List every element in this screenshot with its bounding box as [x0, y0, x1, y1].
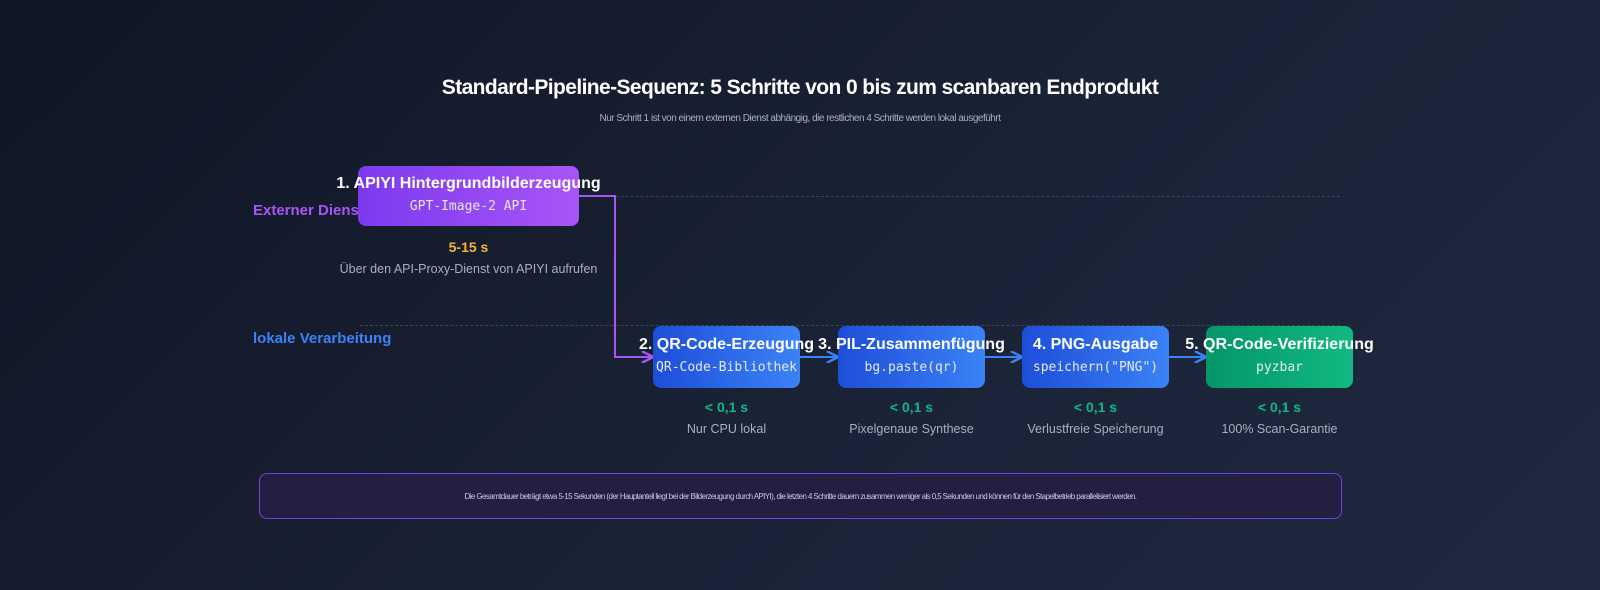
summary-note-box: Die Gesamtdauer beträgt etwa 5-15 Sekund… [259, 473, 1342, 519]
step-4-subtitle: speichern("PNG") [1032, 359, 1159, 375]
lane-label-external: Externer Dienst [253, 202, 364, 219]
step-4-description: Verlustfreie Speicherung [1027, 422, 1164, 436]
step-5-duration: < 0,1 s [1257, 399, 1302, 415]
step-1-description: Über den API-Proxy-Dienst von APIYI aufr… [339, 262, 598, 276]
step-2-subtitle: QR-Code-Bibliothek [656, 359, 797, 375]
step-2-title: 2. QR-Code-Erzeugung [638, 335, 815, 353]
arrow-step1-to-step2 [579, 195, 651, 357]
step-5-subtitle: pyzbar [1256, 359, 1303, 375]
lane-label-local: lokale Verarbeitung [253, 330, 392, 347]
step-3-title: 3. PIL-Zusammenfügung [818, 335, 1005, 353]
lane-divider-local [360, 325, 1340, 326]
step-1-title: 1. APIYI Hintergrundbilderzeugung [336, 174, 601, 192]
step-1-box: 1. APIYI Hintergrundbilderzeugung GPT-Im… [336, 166, 601, 226]
summary-note-text: Die Gesamtdauer beträgt etwa 5-15 Sekund… [464, 491, 1137, 501]
step-4-box: 4. PNG-Ausgabe speichern("PNG") [1022, 326, 1169, 388]
step-1-duration: 5-15 s [448, 239, 489, 255]
step-4-title: 4. PNG-Ausgabe [1032, 335, 1159, 353]
step-2-description: Nur CPU lokal [686, 422, 767, 436]
step-3-description: Pixelgenaue Synthese [849, 422, 974, 436]
diagram-title: Standard-Pipeline-Sequenz: 5 Schritte vo… [441, 76, 1159, 99]
step-3-box: 3. PIL-Zusammenfügung bg.paste(qr) [818, 326, 1005, 388]
step-1-subtitle: GPT-Image-2 API [409, 198, 528, 214]
lane-divider-external [360, 196, 1340, 197]
step-2-duration: < 0,1 s [704, 399, 749, 415]
step-3-duration: < 0,1 s [889, 399, 934, 415]
step-3-subtitle: bg.paste(qr) [864, 359, 959, 375]
diagram-subtitle: Nur Schritt 1 ist von einem externen Die… [599, 113, 1001, 124]
step-5-box: 5. QR-Code-Verifizierung pyzbar [1185, 326, 1374, 388]
step-4-duration: < 0,1 s [1073, 399, 1118, 415]
step-2-box: 2. QR-Code-Erzeugung QR-Code-Bibliothek [639, 326, 814, 388]
step-5-description: 100% Scan-Garantie [1221, 422, 1338, 436]
step-5-title: 5. QR-Code-Verifizierung [1185, 335, 1374, 353]
